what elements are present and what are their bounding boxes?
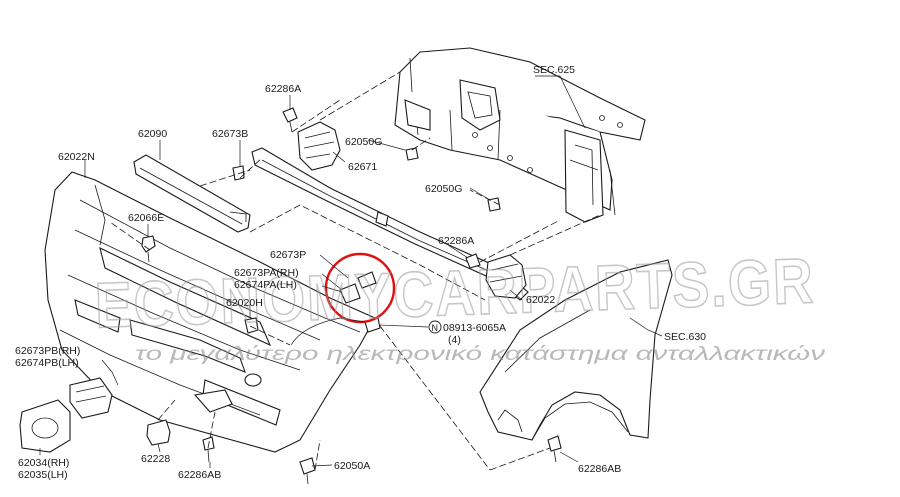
bracket-62671 <box>297 121 341 171</box>
bolt-62286AB-right <box>547 435 562 463</box>
label-62286A-top: 62286A <box>265 83 301 95</box>
clip-62228 <box>146 419 171 446</box>
label-sec630: SEC.630 <box>664 331 706 343</box>
nut-62050G-mid <box>487 197 501 212</box>
label-62090: 62090 <box>138 128 167 140</box>
leader-lines <box>39 75 663 468</box>
n-symbol: N <box>432 323 439 333</box>
label-08913: 08913-6065A <box>443 322 506 334</box>
front-fender <box>479 259 673 441</box>
nut-62050G-top <box>405 147 419 161</box>
bolt-62286AB-bottom <box>202 436 215 463</box>
bolt-62050A <box>299 457 316 485</box>
lower-clip-bracket <box>193 389 233 413</box>
clip-62066E <box>141 235 156 263</box>
label-62671: 62671 <box>348 161 377 173</box>
label-62050G-mid: 62050G <box>425 183 462 195</box>
grille-strip-62090 <box>133 154 251 233</box>
label-62673P: 62673P <box>270 249 306 261</box>
label-62034: 62034(RH) <box>18 457 69 469</box>
clip-62020H <box>244 317 259 334</box>
label-62673PB: 62673PB(RH) <box>15 345 80 357</box>
label-62022N: 62022N <box>58 151 95 163</box>
lower-bracket-62673PB <box>69 377 113 419</box>
clip-62673B <box>232 165 245 181</box>
label-62020H: 62020H <box>226 297 263 309</box>
bolt-62286A-mid <box>465 253 481 269</box>
bumper-reinforcement <box>251 147 529 301</box>
label-62022: 62022 <box>526 294 555 306</box>
label-62286AB-bottom: 62286AB <box>178 469 221 481</box>
fog-lamp-bezel <box>19 399 71 453</box>
label-62674PA: 62674PA(LH) <box>234 279 297 291</box>
label-62035: 62035(LH) <box>18 469 68 481</box>
bracket-62022 <box>485 254 527 299</box>
label-08913-group: N 08913-6065A (4) <box>428 320 506 346</box>
highlight-circle <box>324 252 396 324</box>
radiator-core-support <box>394 47 646 223</box>
label-62228: 62228 <box>141 453 170 465</box>
part-labels: SEC.625 62286A 62090 62673B 62050G 62671… <box>15 64 706 481</box>
label-08913-qty: (4) <box>448 334 461 346</box>
label-62673B: 62673B <box>212 128 248 140</box>
label-62286AB-right: 62286AB <box>578 463 621 475</box>
front-bumper-fascia <box>44 171 376 453</box>
label-62673PA: 62673PA(RH) <box>234 267 299 279</box>
label-62050A: 62050A <box>334 460 370 472</box>
label-62066E: 62066E <box>128 212 164 224</box>
assembly-lines <box>109 71 601 471</box>
highlight-part <box>339 271 377 304</box>
bolt-62286A-top <box>282 107 298 133</box>
label-62674PB: 62674PB(LH) <box>15 357 79 369</box>
label-62286A-mid: 62286A <box>438 235 474 247</box>
label-sec625: SEC.625 <box>533 64 575 76</box>
watermark-tagline: το μεγαλύτερο ηλεκτρονικό κατάστημα αντα… <box>135 344 826 365</box>
label-62050G-top: 62050G <box>345 136 382 148</box>
